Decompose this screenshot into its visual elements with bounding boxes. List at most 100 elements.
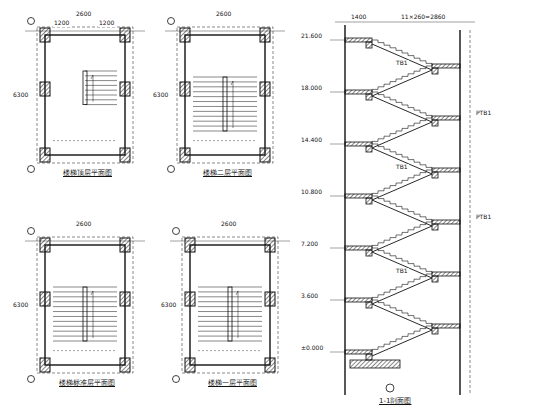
walk-arrow	[231, 81, 233, 128]
floor-slab	[345, 90, 372, 94]
landing-slab	[432, 324, 460, 328]
column	[40, 292, 50, 306]
stair-tread	[85, 95, 117, 96]
dimension-text: TB1	[395, 164, 409, 171]
grid-outline	[182, 237, 278, 373]
column	[40, 28, 50, 42]
stair-wall	[185, 35, 265, 155]
dimension-line	[335, 22, 475, 23]
axis-bubble	[173, 228, 180, 235]
stair-soffit	[372, 70, 432, 96]
floor-slab	[345, 350, 372, 354]
stair-tread	[193, 116, 257, 117]
beam	[366, 250, 372, 256]
landing-slab	[432, 220, 460, 224]
beam	[432, 172, 438, 178]
stair-tread	[53, 316, 117, 317]
dimension-text: 1200	[98, 20, 115, 27]
beam	[366, 198, 372, 204]
column	[120, 28, 130, 42]
axis-bubble	[28, 228, 35, 235]
stair-wall	[190, 245, 270, 365]
stair-tread	[85, 85, 117, 86]
stair-tread	[85, 71, 117, 72]
column	[185, 238, 195, 252]
dimension-text: PTB1	[475, 214, 492, 221]
column	[120, 148, 130, 162]
stair-tread	[85, 90, 117, 91]
dimension-text: 2600	[75, 221, 92, 228]
stair-steps	[372, 326, 432, 352]
dimension-text: 2600	[75, 11, 92, 18]
stair-soffit	[372, 122, 432, 148]
floor-slab	[345, 194, 372, 198]
axis-bubble	[28, 166, 35, 173]
beam-line	[193, 140, 257, 141]
column	[180, 82, 190, 96]
stair-soffit	[372, 174, 432, 200]
stair-soffit	[372, 96, 432, 122]
landing-slab	[432, 116, 460, 120]
column	[120, 358, 130, 372]
stair-tread	[53, 326, 117, 327]
stair-steps	[372, 170, 432, 196]
stair-tread	[198, 321, 262, 322]
stair-soffit	[372, 226, 432, 252]
landing-slab	[432, 64, 460, 68]
dimension-text: TB1	[395, 268, 409, 275]
axis-bubble	[28, 376, 35, 383]
dimension-text: 6300	[160, 302, 177, 309]
dimension-text: 6300	[152, 92, 169, 99]
column	[120, 292, 130, 306]
view-title: 楼梯标准层平面图	[58, 380, 116, 388]
walk-arrow	[91, 75, 93, 102]
stair-steps	[372, 248, 432, 274]
column	[40, 358, 50, 372]
stair-steps	[372, 222, 432, 248]
column	[185, 358, 195, 372]
stair-soffit	[372, 304, 432, 330]
level-line	[330, 40, 345, 41]
level-line	[330, 248, 345, 249]
beam	[366, 146, 372, 152]
handrail	[83, 71, 87, 105]
column	[40, 238, 50, 252]
dimension-text: 6300	[12, 92, 29, 99]
dimension-text: 14.400	[300, 137, 323, 144]
stair-soffit	[372, 330, 432, 356]
beam	[366, 354, 372, 360]
column	[40, 82, 50, 96]
stair-tread	[53, 296, 117, 297]
level-line	[330, 300, 345, 301]
floor-slab	[345, 246, 372, 250]
axis-bubble	[168, 166, 175, 173]
column	[185, 292, 195, 306]
stair-steps	[372, 92, 432, 118]
dimension-text: 10.800	[300, 189, 323, 196]
axis-bubble	[173, 376, 180, 383]
stair-tread	[198, 296, 262, 297]
dimension-text: 2600	[220, 221, 237, 228]
stair-tread	[198, 311, 262, 312]
dimension-text: 11×260=2860	[400, 14, 446, 21]
stair-tread	[193, 101, 257, 102]
stair-tread	[53, 291, 117, 292]
stair-tread	[53, 306, 117, 307]
dimension-text: 7.200	[300, 241, 319, 248]
dimension-text: ±0.000	[300, 345, 324, 352]
column	[120, 238, 130, 252]
stair-tread	[198, 316, 262, 317]
column	[180, 148, 190, 162]
floor-slab	[345, 298, 372, 302]
column	[40, 148, 50, 162]
column	[265, 292, 275, 306]
stair-tread	[198, 291, 262, 292]
view-title: 楼梯二层平面图	[202, 170, 253, 178]
stair-soffit	[372, 252, 432, 278]
walk-arrow	[236, 291, 238, 338]
stair-tread	[193, 81, 257, 82]
dimension-text: 2600	[215, 11, 232, 18]
beam-line	[53, 350, 117, 351]
dimension-text: 21.600	[300, 33, 323, 40]
